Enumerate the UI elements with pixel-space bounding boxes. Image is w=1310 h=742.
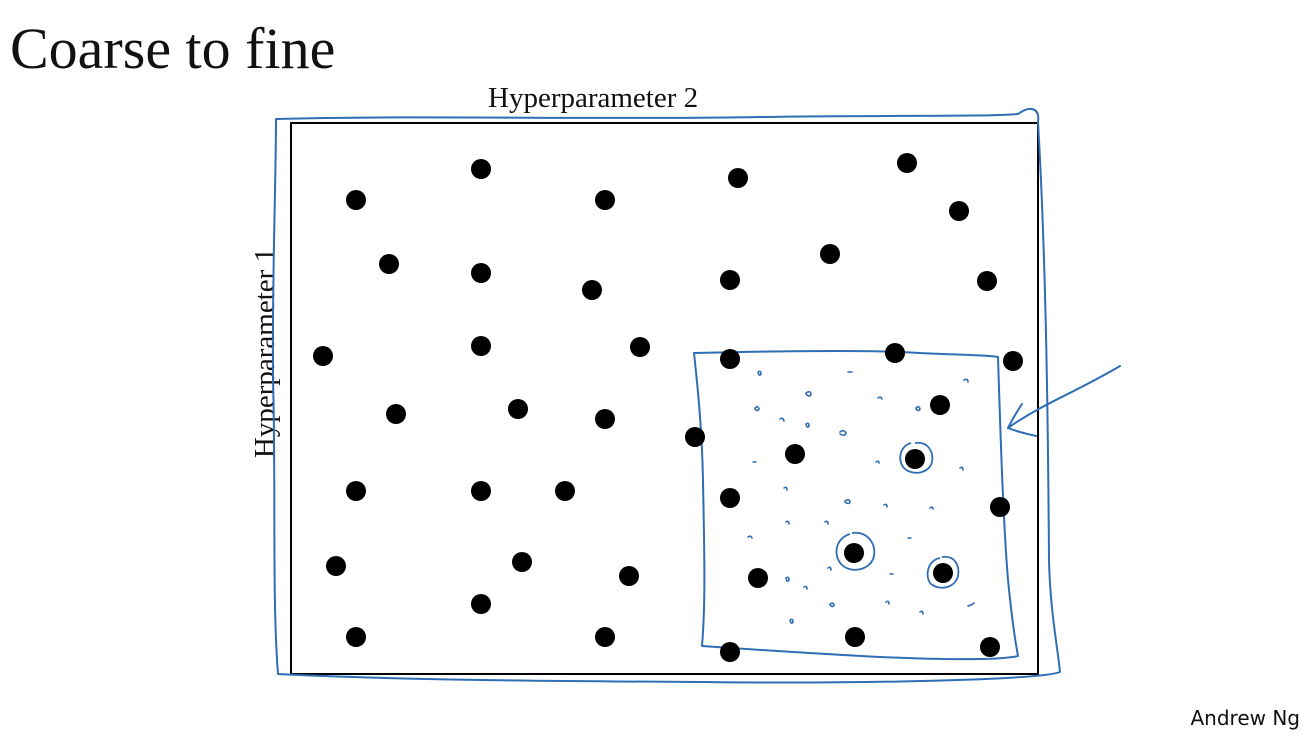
fine-sample-mark (844, 498, 851, 505)
sample-point (820, 244, 840, 264)
sample-point (471, 159, 491, 179)
sample-point (471, 263, 491, 283)
sample-point (471, 594, 491, 614)
fine-sample-mark (805, 422, 810, 428)
sample-point (595, 627, 615, 647)
fine-sample-mark (824, 520, 829, 525)
sample-point (728, 168, 748, 188)
fine-sample-mark (877, 396, 883, 400)
sample-point (346, 190, 366, 210)
author-credit: Andrew Ng (1190, 706, 1300, 730)
fine-sample-mark (829, 602, 835, 608)
best-point (835, 532, 876, 571)
fine-sample-mark (885, 600, 890, 605)
sample-point (595, 190, 615, 210)
sample-point (313, 346, 333, 366)
fine-sample-mark (827, 566, 832, 571)
fine-sample-mark (963, 378, 969, 383)
sample-point (977, 271, 997, 291)
fine-sample-mark (839, 429, 847, 437)
slide-title: Coarse to fine (10, 16, 336, 81)
sample-point (930, 395, 950, 415)
sample-point (508, 399, 528, 419)
sample-point (980, 637, 1000, 657)
sample-point (471, 336, 491, 356)
sample-point (949, 201, 969, 221)
best-points (835, 441, 960, 589)
sample-point (630, 337, 650, 357)
fine-sample-mark (959, 466, 964, 471)
best-point (926, 555, 960, 589)
sample-point (346, 481, 366, 501)
sample-point (845, 627, 865, 647)
x-axis-label: Hyperparameter 2 (488, 82, 699, 114)
fine-sample-mark (757, 370, 762, 376)
fine-sample-mark (785, 520, 790, 525)
sample-point (582, 280, 602, 300)
fine-sample-mark (929, 506, 934, 510)
sample-point (785, 444, 805, 464)
fine-sample-mark (805, 390, 812, 397)
arrow-icon (1007, 365, 1121, 437)
sample-point (326, 556, 346, 576)
zoom-region (693, 350, 1019, 661)
fine-sample-mark (754, 405, 760, 412)
sample-point (555, 481, 575, 501)
coarse-sample-points (313, 153, 1023, 662)
sample-point (346, 627, 366, 647)
sample-point (471, 481, 491, 501)
sample-point (720, 642, 740, 662)
fine-sample-points (747, 370, 975, 624)
sample-point (386, 404, 406, 424)
fine-sample-mark (875, 460, 880, 464)
sample-point (595, 409, 615, 429)
fine-sample-mark (747, 535, 753, 539)
sample-point (990, 497, 1010, 517)
sample-point (748, 568, 768, 588)
hand-drawn-outline (271, 107, 1061, 684)
fine-sample-mark (789, 618, 794, 624)
sample-point (720, 270, 740, 290)
sample-point (720, 488, 740, 508)
fine-sample-mark (919, 610, 924, 615)
fine-sample-mark (915, 405, 921, 412)
fine-sample-mark (785, 576, 790, 582)
fine-sample-mark (883, 503, 888, 508)
fine-sample-mark (779, 417, 785, 422)
sample-point (379, 254, 399, 274)
sample-point (685, 427, 705, 447)
fine-sample-mark (967, 602, 975, 607)
sample-point (720, 349, 740, 369)
sample-point (619, 566, 639, 586)
fine-sample-mark (803, 585, 808, 590)
search-space-frame (290, 122, 1039, 675)
best-point (899, 441, 934, 474)
sample-point (885, 343, 905, 363)
sample-point (897, 153, 917, 173)
sample-point (512, 552, 532, 572)
fine-sample-mark (783, 486, 788, 491)
sample-point (1003, 351, 1023, 371)
